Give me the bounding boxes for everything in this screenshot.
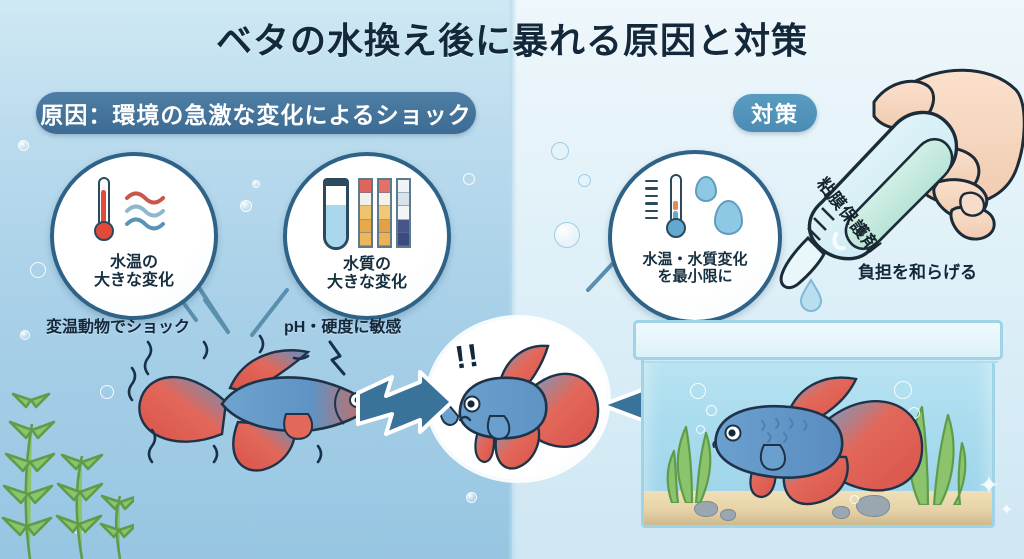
bubble-icon — [578, 174, 591, 187]
water-drop-icon — [713, 200, 743, 235]
info-circle-minimize-change: 水温・水質変化 を最小限に — [608, 150, 782, 324]
page-title: ベタの水換え後に暴れる原因と対策 — [215, 20, 808, 61]
agitated-betta-fish — [118, 330, 388, 480]
circle-line-1: 水温の — [109, 254, 158, 271]
thermometer-icon — [665, 174, 686, 244]
calm-betta-fish — [698, 369, 948, 509]
ph-strip-icon — [358, 178, 373, 248]
background-plant-left — [1, 392, 134, 559]
rock-icon — [720, 509, 736, 521]
bubble-icon — [100, 385, 114, 399]
test-tube-icon — [323, 178, 349, 250]
test-tube-ph-strips-icon — [323, 178, 411, 252]
bubble-icon — [20, 330, 30, 340]
bubble-icon — [252, 180, 260, 188]
bubble-icon — [18, 140, 29, 151]
rock-icon — [856, 495, 890, 517]
circle-line-2: を最小限に — [657, 267, 733, 285]
bubble-icon — [463, 173, 475, 185]
aquarium-tank — [633, 320, 1003, 535]
caption-soften-burden: 負担を和らげる — [858, 263, 977, 282]
info-circle-minimize-change-text: 水温・水質変化 を最小限に — [642, 251, 748, 286]
heat-waves-icon — [124, 191, 165, 231]
hand-holding-bottle — [778, 58, 1024, 298]
bubble-icon — [551, 142, 569, 160]
tank-rim — [633, 320, 1003, 360]
panel-divider — [508, 0, 517, 559]
info-circle-water-temperature: 水温の 大きな変化 — [50, 152, 218, 320]
exclamation-marks: !! — [452, 336, 483, 376]
sparkle-icon: ✦ — [978, 470, 1000, 500]
aquarium-plant-left — [666, 425, 712, 503]
bubble-icon — [894, 381, 912, 399]
rock-icon — [694, 501, 718, 517]
thermometer-icon — [93, 177, 114, 247]
banner-measure-label: 対策 — [750, 102, 799, 127]
circle-line-2: 大きな変化 — [326, 274, 407, 292]
bubble-icon — [240, 200, 252, 212]
rock-icon — [832, 506, 850, 519]
bubble-icon — [706, 405, 717, 416]
bubble-icon — [554, 222, 580, 248]
caption-ph-hardness: pH・硬度に敏感 — [284, 319, 402, 336]
tank-glass — [641, 336, 998, 528]
bubble-icon — [690, 383, 706, 399]
banner-measure: 対策 — [733, 94, 817, 132]
banner-cause-label: 原因：環境の急激な変化によるショック — [40, 102, 472, 128]
info-circle-water-quality-text: 水質の 大きな変化 — [327, 256, 407, 292]
info-circle-water-quality: 水質の 大きな変化 — [283, 152, 451, 320]
ph-strip-icon — [396, 178, 411, 248]
info-circle-water-temperature-text: 水温の 大きな変化 — [94, 254, 174, 290]
circle-line-1: 水質の — [342, 256, 391, 273]
bubble-icon — [30, 262, 46, 278]
water-drop-icon — [799, 278, 823, 312]
thermometer-droplets-icon — [644, 174, 746, 250]
caption-poikilotherm-shock: 変温動物でショック — [46, 319, 191, 336]
bubble-icon — [696, 425, 705, 434]
sparkle-icon: ✦ — [1000, 502, 1014, 519]
water-drop-icon — [694, 176, 717, 202]
banner-cause: 原因：環境の急激な変化によるショック — [36, 92, 476, 134]
ph-strip-icon — [377, 178, 392, 248]
circle-line-2: 大きな変化 — [93, 272, 174, 290]
bubble-icon — [466, 492, 477, 503]
thermometer-waves-icon — [93, 176, 175, 248]
circle-line-1: 水温・水質変化 — [642, 251, 748, 268]
scale-ticks-icon — [644, 180, 658, 220]
distressed-betta-fish — [438, 330, 613, 480]
bubble-icon — [850, 495, 859, 504]
